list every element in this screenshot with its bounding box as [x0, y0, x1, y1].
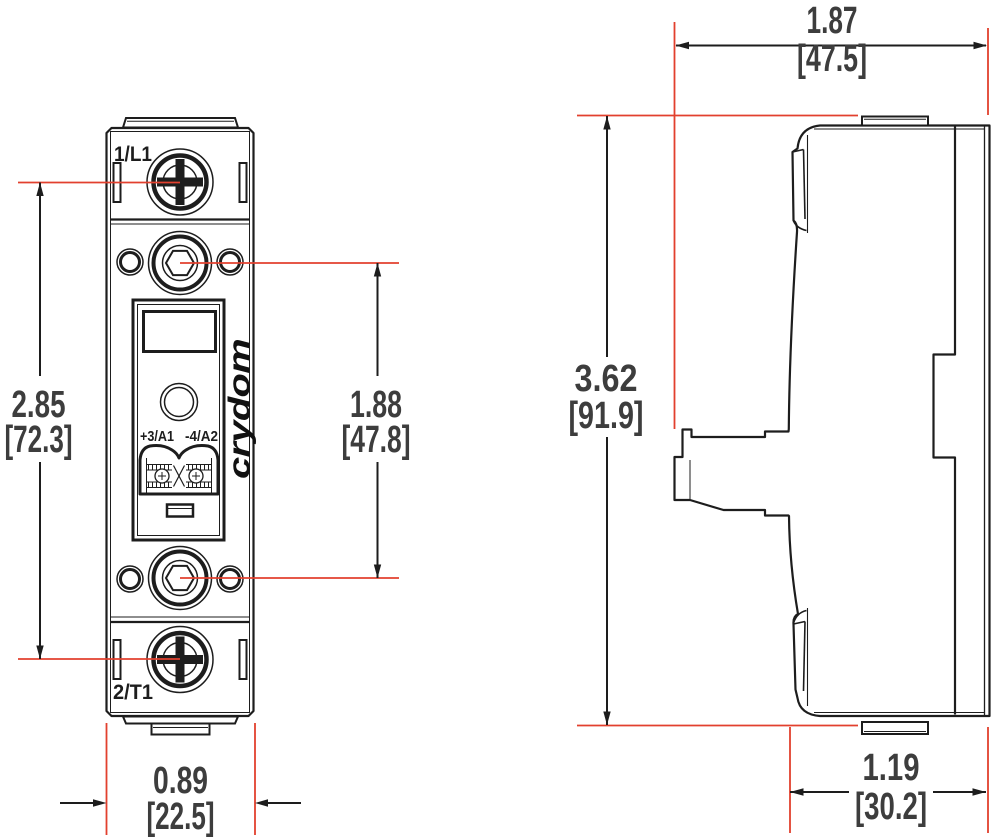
dim-front-width-mm: [22.5] [147, 796, 215, 837]
side-top-tab [861, 115, 929, 127]
dim-front-width-in: 0.89 [153, 760, 208, 802]
dim-front-terminal-span-in: 1.88 [350, 384, 402, 426]
front-lower-hex-screw [116, 545, 244, 611]
connector-latch-tab [165, 503, 195, 518]
arrowhead-icon [603, 711, 611, 725]
dim-front-width: 0.89 [22.5] [60, 760, 301, 837]
front-section-dividers [110, 218, 250, 624]
arrowhead-icon [255, 799, 268, 807]
dim-side-bottom-depth-mm: [30.2] [855, 786, 927, 828]
brand-logo: crydom [222, 339, 257, 479]
dim-side-overall-height: 3.62 [91.9] [561, 116, 653, 725]
dim-side-overall-height-mm: [91.9] [569, 395, 644, 437]
dim-side-top-depth: 1.87 [47.5] [675, 0, 987, 80]
din-rail-notch [932, 126, 957, 715]
side-lower-latch [792, 608, 809, 706]
terminal-label-1L1: 1/L1 [114, 143, 152, 166]
front-top-din-tab [121, 117, 240, 129]
label-window [142, 310, 217, 353]
terminal-slot-icon [238, 162, 248, 203]
dim-side-top-depth-mm: [47.5] [797, 38, 867, 80]
dim-front-overall-height-mm: [72.3] [5, 419, 73, 461]
control-terminal-label-A2: -4/A2 [185, 428, 218, 445]
side-upper-latch [792, 135, 809, 233]
terminal-label-2T1: 2/T1 [113, 681, 153, 704]
arrowhead-icon [972, 788, 986, 796]
arrowhead-icon [36, 645, 44, 659]
side-body-outline [673, 124, 991, 718]
side-bottom-tab [861, 721, 929, 735]
arrowhead-icon [93, 799, 107, 807]
dim-side-overall-height-in: 3.62 [575, 358, 638, 400]
side-dimensions: 1.87 [47.5] 3.62 [91.9] 1.19 [30.2] [561, 0, 989, 833]
arrowhead-icon [603, 116, 611, 130]
dim-side-bottom-depth-in: 1.19 [863, 747, 920, 789]
terminal-slot-icon [238, 639, 248, 680]
arrowhead-icon [36, 182, 44, 196]
side-view [673, 22, 991, 735]
dim-front-terminal-span-mm: [47.8] [342, 419, 411, 461]
front-input-connector [138, 444, 220, 518]
front-view: 1/L1 +3/A1 -4/A2 [105, 117, 257, 736]
dim-front-terminal-span: 1.88 [47.8] [332, 263, 422, 578]
arrowhead-icon [373, 564, 382, 578]
dim-side-bottom-depth: 1.19 [30.2] [790, 747, 986, 828]
control-terminal-label-A1: +3/A1 [140, 428, 174, 445]
led-indicator-icon [159, 382, 199, 422]
arrowhead-icon [675, 41, 689, 50]
front-dimensions: 2.85 [72.3] 1.88 [47.8] 0.89 [22.5] [0, 181, 422, 837]
arrowhead-icon [790, 788, 804, 796]
arrowhead-icon [973, 41, 987, 50]
arrowhead-icon [373, 263, 382, 277]
dim-front-overall-height-in: 2.85 [12, 384, 66, 426]
dim-front-overall-height: 2.85 [72.3] [0, 182, 80, 659]
front-bottom-din-tab [121, 715, 240, 736]
front-center-panel [131, 298, 226, 542]
dim-side-top-depth-in: 1.87 [807, 0, 858, 42]
